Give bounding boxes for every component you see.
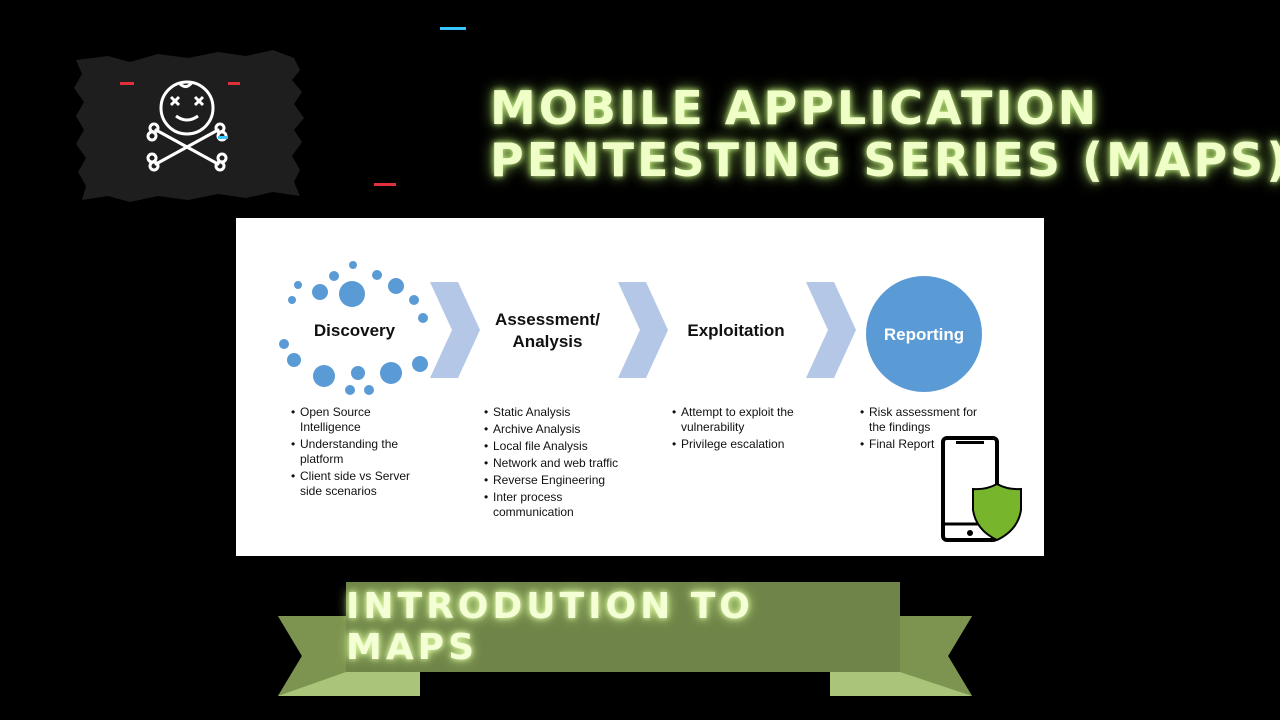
list-item: Network and web traffic [484,456,623,471]
list-item: Archive Analysis [484,422,623,437]
logo-flag [68,46,308,206]
discovery-bullets: Open Source Intelligence Understanding t… [288,405,430,501]
exploitation-bullets: Attempt to exploit the vulnerability Pri… [669,405,821,454]
banner-ribbon [278,582,972,696]
list-item: Reverse Engineering [484,473,623,488]
banner-title: INTRODUTION TO MAPS [346,586,754,668]
stage-title-reporting: Reporting [883,325,965,344]
list-item: Final Report [860,437,994,452]
list-item: Attempt to exploit the vulnerability [672,405,821,435]
glitch-line [374,183,396,186]
skull-crossbones-icon [146,80,228,172]
chevron-right-icon [430,282,480,378]
maps-process-diagram: Discovery Assessment/Analysis Exploitati… [236,218,1044,556]
glitch-line [440,27,466,30]
list-item: Open Source Intelligence [291,405,430,435]
title-line-1: MOBILE APPLICATION [490,81,1100,135]
ribbon-body [346,582,900,672]
stage-title-exploitation: Exploitation [687,321,785,340]
chevron-right-icon [618,282,668,378]
list-item: Static Analysis [484,405,623,420]
reporting-circle [866,276,982,392]
page-title: MOBILE APPLICATION PENTESTING SERIES (MA… [490,81,1280,187]
phone-shield-icon [941,436,1022,542]
discovery-dots-icon [279,261,428,395]
list-item: Local file Analysis [484,439,623,454]
diagram-graphics [279,261,1022,542]
chevron-arrows [430,282,856,378]
list-item: Inter process communication [484,490,623,520]
list-item: Privilege escalation [672,437,821,452]
reporting-bullets: Risk assessment for the findings Final R… [857,405,994,454]
stage-title-discovery: Discovery [313,321,396,340]
stage-title-assessment: Assessment/Analysis [495,310,600,351]
chevron-right-icon [806,282,856,378]
list-item: Client side vs Server side scenarios [291,469,430,499]
assessment-bullets: Static Analysis Archive Analysis Local f… [481,405,623,522]
title-line-2: PENTESTING SERIES (MAPS) [490,133,1280,187]
list-item: Understanding the platform [291,437,430,467]
list-item: Risk assessment for the findings [860,405,994,435]
